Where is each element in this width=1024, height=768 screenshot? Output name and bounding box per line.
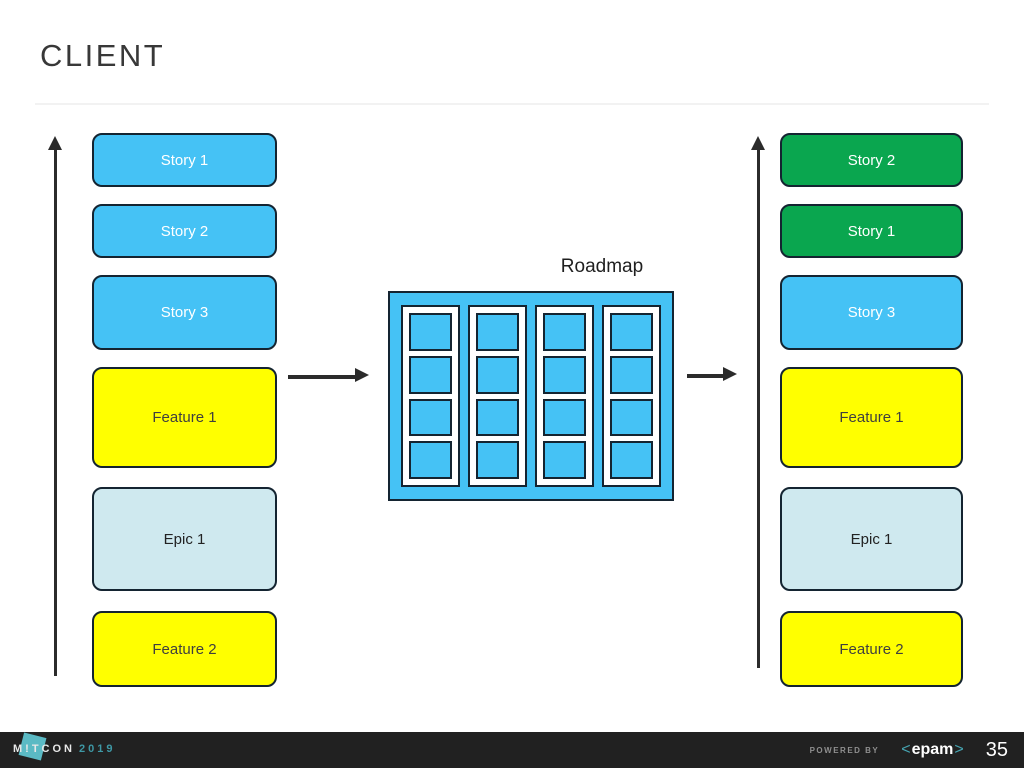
flow-arrow-left [288, 375, 356, 379]
flow-arrow-right [687, 374, 724, 378]
box-label: Story 1 [160, 151, 209, 169]
right-box-story-1: Story 1 [780, 204, 963, 258]
right-box-feature-1: Feature 1 [780, 367, 963, 468]
mitcon-logo-year: 2019 [79, 743, 116, 755]
roadmap-cell [409, 355, 452, 394]
mitcon-logo: M!TCON 2019 [13, 743, 115, 755]
left-box-feature-2: Feature 2 [92, 611, 277, 687]
roadmap-column [602, 305, 661, 487]
roadmap-board [388, 291, 674, 501]
box-label: Epic 1 [850, 530, 893, 548]
epam-bracket-left-icon: < [901, 741, 911, 758]
roadmap-cell [610, 441, 653, 479]
footer-right: POWERED BY <epam> 35 [810, 732, 1008, 768]
roadmap-cell [409, 441, 452, 479]
roadmap-cell [610, 398, 653, 437]
roadmap-cell [476, 398, 519, 437]
page-number: 35 [985, 738, 1008, 761]
flow-arrowhead-left-icon [355, 368, 369, 382]
box-label: Epic 1 [163, 530, 206, 548]
title-divider [35, 103, 989, 105]
roadmap-cell [476, 355, 519, 394]
roadmap-cell [610, 313, 653, 351]
right-box-epic-1: Epic 1 [780, 487, 963, 591]
flow-arrowhead-right-icon [723, 367, 737, 381]
box-label: Story 2 [847, 151, 896, 169]
left-box-feature-1: Feature 1 [92, 367, 277, 468]
footer-bar: M!TCON 2019 POWERED BY <epam> 35 [0, 732, 1024, 768]
box-label: Feature 2 [152, 640, 217, 658]
right-box-story-3: Story 3 [780, 275, 963, 350]
roadmap-cell [543, 313, 586, 351]
right-box-story-2: Story 2 [780, 133, 963, 187]
roadmap-cell [610, 355, 653, 394]
roadmap-cell [476, 441, 519, 479]
epam-logo: <epam> [901, 741, 963, 759]
roadmap-column [468, 305, 527, 487]
box-label: Feature 1 [152, 409, 217, 426]
left-box-story-3: Story 3 [92, 275, 277, 350]
roadmap-column [401, 305, 460, 487]
roadmap-cell [409, 398, 452, 437]
right-backlog-column: Story 2 Story 1 Story 3 Feature 1 Epic 1… [780, 0, 963, 768]
left-backlog-column: Story 1 Story 2 Story 3 Feature 1 Epic 1… [92, 0, 277, 768]
roadmap-cell [409, 313, 452, 351]
roadmap-label: Roadmap [560, 256, 644, 277]
roadmap-column [535, 305, 594, 487]
roadmap-cell [476, 313, 519, 351]
left-box-story-1: Story 1 [92, 133, 277, 187]
box-label: Feature 1 [839, 409, 904, 426]
epam-bracket-right-icon: > [954, 741, 964, 758]
box-label: Feature 2 [839, 640, 904, 658]
right-box-feature-2: Feature 2 [780, 611, 963, 687]
box-label: Story 3 [847, 304, 896, 321]
box-label: Story 1 [847, 222, 896, 240]
left-box-story-2: Story 2 [92, 204, 277, 258]
box-label: Story 2 [160, 222, 209, 240]
left-axis-arrowhead-icon [48, 136, 62, 150]
mitcon-logo-text: M!TCON [13, 743, 75, 755]
roadmap-cell [543, 441, 586, 479]
page-title: CLIENT [40, 38, 166, 73]
roadmap-cell [543, 355, 586, 394]
left-box-epic-1: Epic 1 [92, 487, 277, 591]
left-axis-arrow [54, 149, 57, 676]
box-label: Story 3 [160, 304, 209, 321]
powered-by-label: POWERED BY [809, 745, 880, 755]
epam-brand-name: epam [911, 741, 954, 758]
right-axis-arrow [757, 149, 760, 668]
roadmap-cell [543, 398, 586, 437]
right-axis-arrowhead-icon [751, 136, 765, 150]
